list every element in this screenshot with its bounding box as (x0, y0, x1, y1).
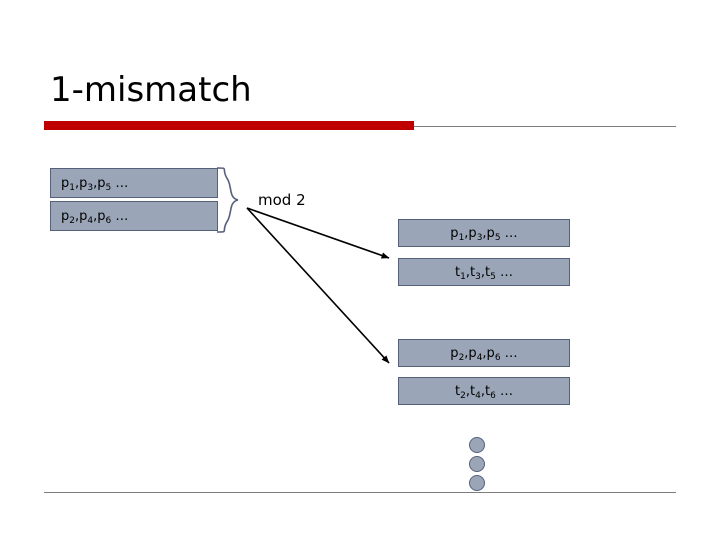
text-even-box: t2,t4,t6 … (398, 377, 570, 405)
ellipsis-dot (469, 456, 485, 472)
text-odd-box: t1,t3,t5 … (398, 258, 570, 286)
mod-operation-label: mod 2 (258, 191, 306, 209)
pattern-odd-copy-label: p1,p3,p5 … (450, 225, 518, 243)
title-rule-accent (44, 121, 414, 130)
arrow-to-even-group (246, 207, 390, 364)
grouping-brace-icon (216, 167, 239, 233)
ellipsis-dot (469, 475, 485, 491)
text-odd-label: t1,t3,t5 … (455, 264, 513, 282)
pattern-even-copy-box: p2,p4,p6 … (398, 339, 570, 367)
bottom-rule (44, 492, 676, 493)
page-title: 1-mismatch (50, 70, 252, 110)
ellipsis-dot (469, 437, 485, 453)
pattern-even-copy-label: p2,p4,p6 … (450, 345, 518, 363)
pattern-odd-positions-label: p1,p3,p5 … (61, 175, 129, 193)
pattern-odd-copy-box: p1,p3,p5 … (398, 219, 570, 247)
pattern-even-positions-box: p2,p4,p6 … (50, 201, 218, 231)
pattern-even-positions-label: p2,p4,p6 … (61, 208, 129, 226)
pattern-odd-positions-box: p1,p3,p5 … (50, 168, 218, 198)
arrow-to-odd-group (246, 207, 390, 259)
text-even-label: t2,t4,t6 … (455, 383, 513, 401)
